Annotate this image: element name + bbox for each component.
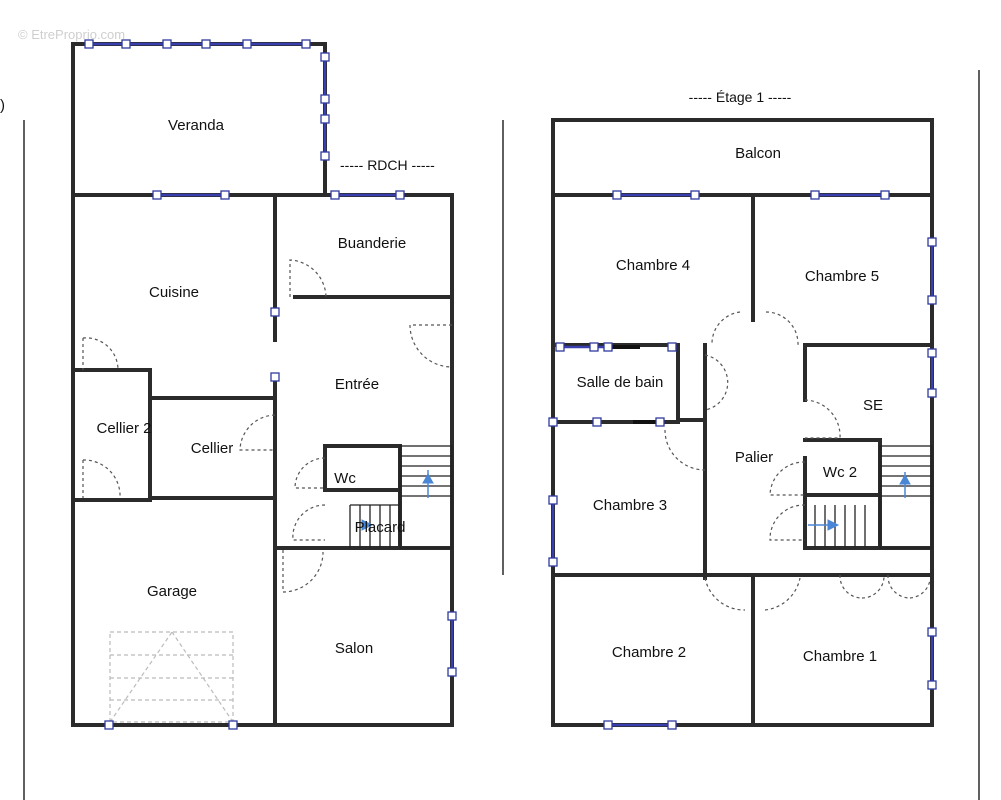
watermark: © EtreProprio.com — [18, 27, 125, 42]
room-salon: Salon — [335, 640, 373, 657]
door-wc — [294, 457, 326, 489]
room-cellier2: Cellier 2 — [96, 420, 151, 437]
ground-floor-plan: ----- RDCH ----- Veranda Buanderie Cuisi… — [71, 39, 457, 730]
room-palier: Palier — [735, 449, 773, 466]
garage-door-hint — [109, 631, 234, 723]
room-salle-de-bain: Salle de bain — [577, 374, 664, 391]
ground-windows — [84, 39, 457, 730]
room-cuisine: Cuisine — [149, 284, 199, 301]
house-outer-wall — [71, 193, 454, 727]
room-chambre1: Chambre 1 — [803, 648, 877, 665]
wall-garage — [148, 496, 277, 727]
room-chambre5: Chambre 5 — [805, 268, 879, 285]
door-ch1 — [764, 577, 801, 611]
upper-floor-title: ----- Étage 1 ----- — [689, 89, 792, 105]
upper-floor-plan: ----- Étage 1 ----- Balcon Chambre 4 Cha… — [548, 89, 937, 730]
upper-stairs-right-arrow-icon — [827, 519, 840, 531]
door-ch3 — [664, 429, 706, 471]
upper-stairs-up-arrow-icon — [899, 473, 911, 485]
room-se: SE — [863, 397, 883, 414]
room-garage: Garage — [147, 583, 197, 600]
room-buanderie: Buanderie — [338, 235, 406, 252]
door-cellier2 — [82, 459, 121, 499]
room-chambre2: Chambre 2 — [612, 644, 686, 661]
room-cellier: Cellier — [191, 440, 234, 457]
door-cuisine-cellier2 — [82, 337, 119, 371]
room-chambre4: Chambre 4 — [616, 257, 690, 274]
room-balcon: Balcon — [735, 145, 781, 162]
door-cellier — [239, 414, 276, 451]
wall-sdb-right — [676, 343, 707, 422]
door-entree — [409, 324, 453, 368]
stairs-up-arrow-icon — [422, 472, 434, 484]
door-ch2 — [704, 577, 746, 611]
stairs-right-arrow-icon — [361, 519, 374, 531]
room-wc2: Wc 2 — [823, 464, 857, 481]
door-placard — [292, 504, 326, 541]
door-stair — [769, 504, 806, 541]
door-salon — [282, 550, 324, 593]
ground-stairs — [349, 445, 453, 549]
door-buanderie — [289, 259, 327, 298]
ground-floor-title: ----- RDCH ----- — [340, 157, 435, 173]
door-ch5 — [765, 311, 799, 346]
door-ch4 — [711, 311, 741, 346]
room-placard: Placard — [355, 519, 406, 536]
room-chambre3: Chambre 3 — [593, 497, 667, 514]
door-sdb — [704, 354, 729, 411]
closet-doors — [839, 574, 931, 599]
room-entree: Entrée — [335, 376, 379, 393]
room-wc: Wc — [334, 470, 356, 487]
door-wc2 — [769, 461, 806, 496]
door-se — [804, 399, 841, 439]
room-veranda: Veranda — [168, 117, 225, 134]
upper-stairs — [808, 445, 933, 549]
wall-cellier2 — [71, 368, 152, 502]
edge-mark: ) — [0, 97, 5, 114]
upper-windows — [548, 190, 937, 730]
